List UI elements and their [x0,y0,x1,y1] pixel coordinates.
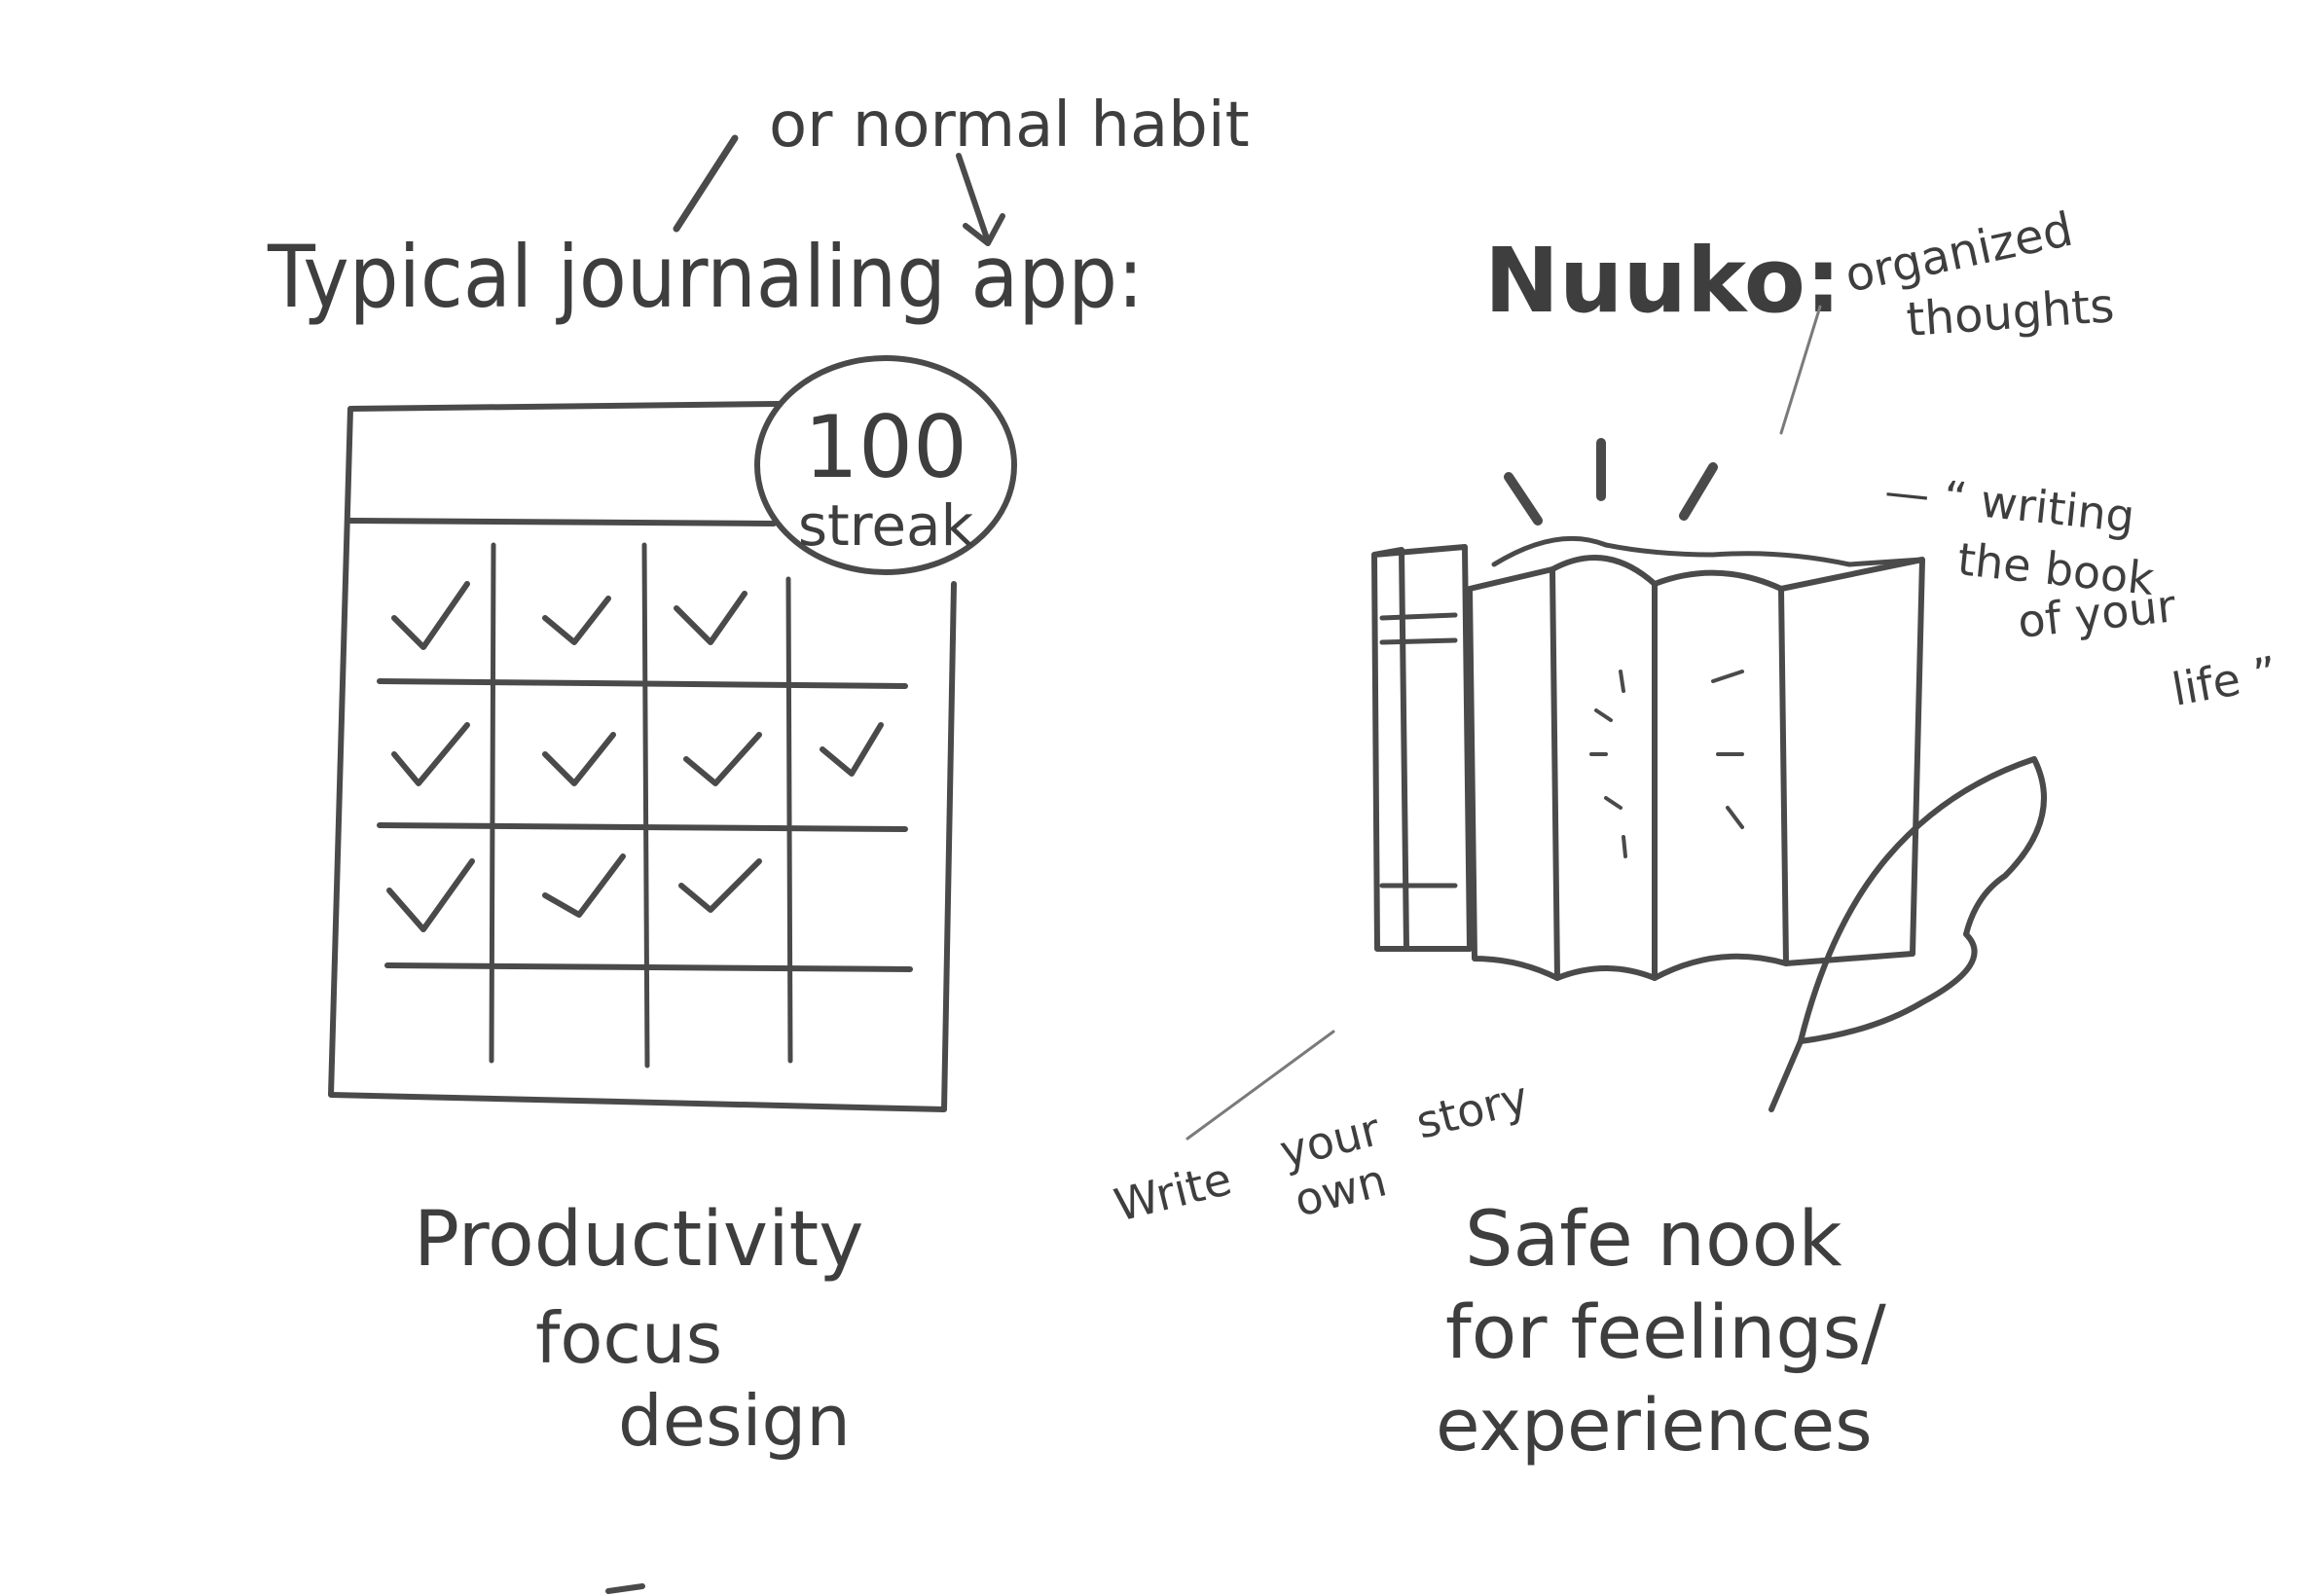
habit-calendar [328,401,957,1112]
left-caption-line-1: Productivity [414,1196,863,1284]
left-caption-line-2: focus [535,1297,722,1379]
streak-label: streak [798,492,974,559]
book-note-line-4: life ” [2169,646,2281,716]
book-note-line-1: — “ writing [1882,464,2137,543]
organized-note-line [1779,305,1822,435]
checkmark-icon [542,732,616,786]
habit-annotation: or normal habit [769,90,1250,162]
checkmark-icon [542,596,611,645]
checkmark-icon [683,732,762,786]
checkmark-icon [820,722,884,777]
books-illustration [1371,438,2047,1112]
organized-note-line-2: thoughts [1905,278,2116,347]
quill-icon [1768,756,2047,1112]
right-caption-line-2: for feelings/ [1445,1288,1886,1375]
right-heading: Nuuko: [1484,229,1841,333]
right-caption-line-1: Safe nook [1465,1196,1842,1284]
left-panel: or normal habit Typical journaling app: [267,90,1250,1462]
annotation-arrow-icon [956,153,1005,246]
right-panel: Nuuko: organized thoughts — “ writing th… [1110,202,2281,1468]
checkmark-icon [386,858,475,932]
story-note-word-4: story [1411,1070,1534,1149]
annotation-slash-line [673,134,739,233]
left-heading: Typical journaling app: [267,227,1144,327]
checkmark-icon [678,858,762,913]
stray-mark [605,1583,645,1594]
streak-number: 100 [804,397,967,497]
checkmark-icon [391,722,470,786]
checkmark-icon [674,591,747,645]
left-caption-line-3: design [618,1380,851,1462]
right-caption-line-3: experiences [1436,1384,1873,1468]
story-note-word-1: Write [1110,1152,1237,1232]
story-note-line [1185,1030,1335,1141]
checkmark-icon [542,853,626,918]
streak-badge: 100 streak [754,355,1017,575]
checkmark-icon [391,581,470,650]
